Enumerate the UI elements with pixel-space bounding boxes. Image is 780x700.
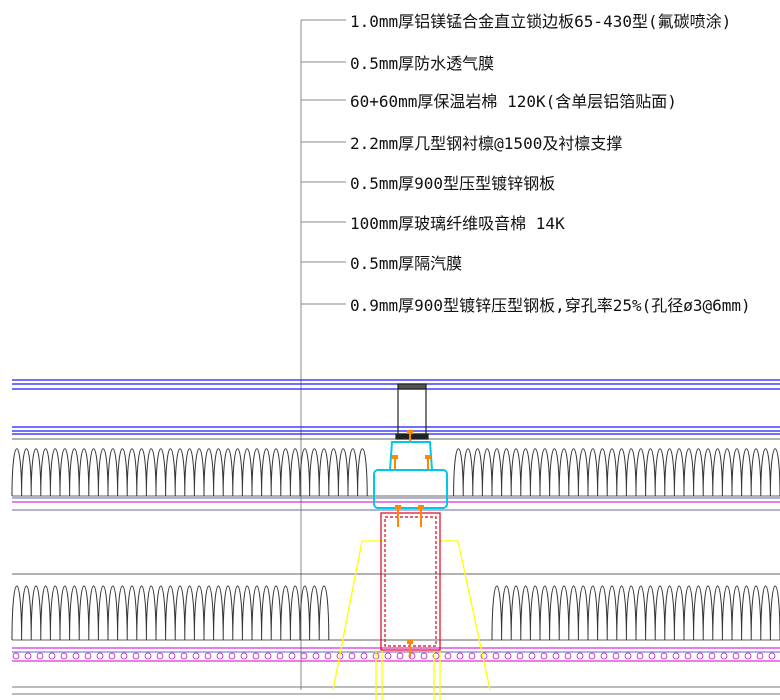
perf-hole: [756, 652, 764, 660]
rock-wool-layer: [11, 438, 780, 497]
perf-hole: [720, 652, 728, 660]
perf-hole: [768, 652, 776, 660]
perf-hole: [252, 652, 260, 660]
perf-hole: [384, 652, 392, 660]
callout-leaders: [300, 19, 346, 690]
perf-hole: [180, 652, 188, 660]
perf-hole: [24, 652, 32, 660]
perf-hole: [516, 652, 524, 660]
perf-hole: [684, 652, 692, 660]
standing-seam-clip: [395, 383, 429, 440]
perf-hole: [276, 652, 284, 660]
perf-hole: [312, 652, 320, 660]
perf-hole: [600, 652, 608, 660]
perf-hole: [492, 652, 500, 660]
label-rock-wool: 60+60mm厚保温岩棉 120K(含单层铝箔贴面): [350, 92, 677, 111]
perf-hole: [456, 652, 464, 660]
perf-hole: [396, 652, 404, 660]
perf-hole: [564, 652, 572, 660]
perf-hole: [672, 652, 680, 660]
perf-hole: [132, 652, 140, 660]
screw-head: [425, 455, 431, 459]
screw-head: [395, 505, 401, 509]
perf-hole: [648, 652, 656, 660]
label-profiled-steel-sheet: 0.5mm厚900型压型镀锌钢板: [350, 174, 555, 193]
perf-hole: [204, 652, 212, 660]
roof-panel-lines: [12, 379, 780, 435]
perf-hole: [288, 652, 296, 660]
perf-hole: [156, 652, 164, 660]
label-perforated-sheet: 0.9mm厚900型镀锌压型钢板,穿孔率25%(孔径ø3@6mm): [350, 296, 751, 315]
perf-hole: [96, 652, 104, 660]
perf-hole: [540, 652, 548, 660]
perf-hole: [300, 652, 308, 660]
perf-hole: [732, 652, 740, 660]
glass-wool-layer: [11, 573, 780, 641]
perf-hole: [216, 652, 224, 660]
wool-wave: [11, 585, 780, 641]
perf-hole: [264, 652, 272, 660]
perf-hole: [420, 652, 428, 660]
perforated-sheet-band: [12, 647, 780, 695]
perf-hole: [168, 652, 176, 660]
perf-hole: [84, 652, 92, 660]
perf-hole: [612, 652, 620, 660]
vapor-membrane-upper: [12, 497, 780, 511]
perf-hole: [468, 652, 476, 660]
perf-hole: [744, 652, 752, 660]
perf-hole: [432, 652, 440, 660]
screw-head: [407, 430, 413, 434]
perf-hole: [60, 652, 68, 660]
screw-head: [407, 640, 413, 644]
screw-fasteners: [392, 430, 431, 658]
label-breathable-membrane: 0.5mm厚防水透气膜: [350, 54, 494, 73]
perf-hole: [36, 652, 44, 660]
steel-purlin-section: [380, 512, 441, 651]
perf-hole: [576, 652, 584, 660]
support-bracket: [332, 540, 491, 700]
perf-hole: [108, 652, 116, 660]
perf-hole: [696, 652, 704, 660]
perf-hole: [360, 652, 368, 660]
perf-hole: [444, 652, 452, 660]
callout-labels: 1.0mm厚铝镁锰合金直立锁边板65-430型(氟碳喷涂) 0.5mm厚防水透气…: [350, 12, 751, 315]
perf-hole: [240, 652, 248, 660]
perf-hole: [192, 652, 200, 660]
perf-hole: [348, 652, 356, 660]
screw-head: [392, 455, 398, 459]
perf-hole: [624, 652, 632, 660]
perf-hole: [120, 652, 128, 660]
perf-hole: [72, 652, 80, 660]
perf-hole: [552, 652, 560, 660]
label-roof-panel: 1.0mm厚铝镁锰合金直立锁边板65-430型(氟碳喷涂): [350, 12, 731, 31]
label-glass-wool: 100mm厚玻璃纤维吸音棉 14K: [350, 214, 565, 233]
perf-hole: [708, 652, 716, 660]
perf-hole: [228, 652, 236, 660]
label-steel-purlin: 2.2mm厚几型钢衬檩@1500及衬檩支撑: [350, 134, 622, 153]
perf-hole: [12, 652, 20, 660]
perf-hole: [144, 652, 152, 660]
perf-hole: [48, 652, 56, 660]
perf-hole: [588, 652, 596, 660]
perf-hole: [660, 652, 668, 660]
perf-hole: [324, 652, 332, 660]
perf-hole: [636, 652, 644, 660]
screw-head: [418, 505, 424, 509]
perf-hole: [528, 652, 536, 660]
perf-hole: [504, 652, 512, 660]
wool-wave: [11, 448, 780, 497]
label-vapor-barrier: 0.5mm厚隔汽膜: [350, 254, 462, 273]
